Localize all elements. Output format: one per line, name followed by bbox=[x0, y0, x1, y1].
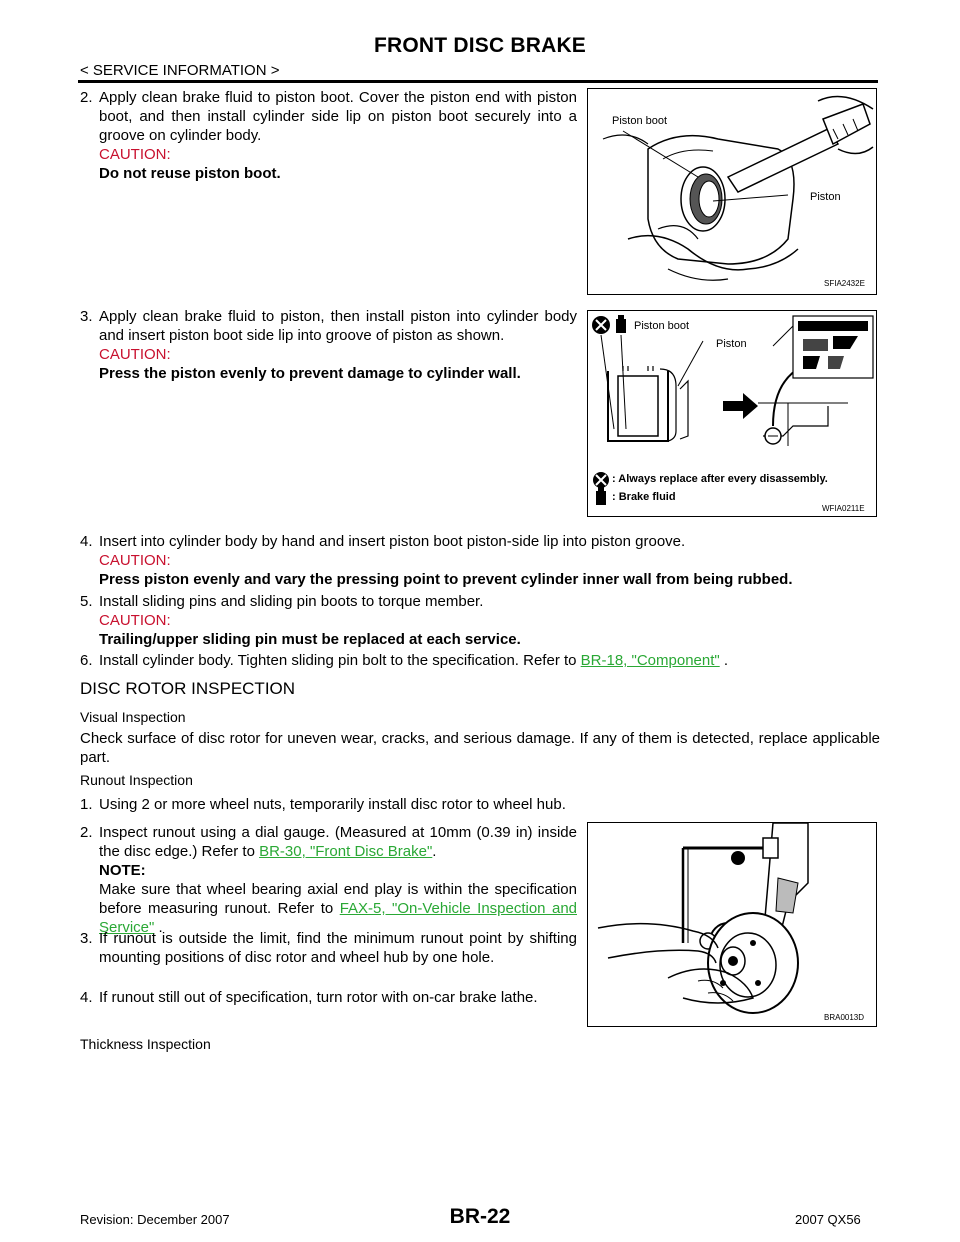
section-heading: DISC ROTOR INSPECTION bbox=[80, 679, 296, 698]
subheading-thickness: Thickness Inspection bbox=[80, 1036, 211, 1052]
step-5: 5. Install sliding pins and sliding pin … bbox=[80, 592, 880, 649]
figure-code: WFIA0211E bbox=[822, 504, 865, 513]
visual-inspection-text: Check surface of disc rotor for uneven w… bbox=[80, 730, 880, 766]
note-text: Make sure that wheel bearing axial end p… bbox=[99, 881, 577, 917]
link-fax-5-on-vehicle[interactable]: FAX-5, "On-Vehicle Inspection and Servic… bbox=[99, 900, 577, 936]
header-rule bbox=[78, 80, 878, 83]
piston-insert-illustration bbox=[592, 315, 874, 505]
step-number: 4. bbox=[80, 989, 93, 1006]
step-number: 4. bbox=[80, 533, 93, 550]
legend-brake-fluid: : Brake fluid bbox=[612, 491, 676, 503]
note-text-end: . bbox=[154, 919, 163, 936]
caution-text: Do not reuse piston boot. bbox=[99, 165, 281, 182]
footer-model: 2007 QX56 bbox=[795, 1212, 861, 1227]
step-text: Inspect runout using a dial gauge. (Meas… bbox=[99, 824, 577, 860]
caution-label: CAUTION: bbox=[99, 552, 171, 569]
figure-piston-boot: Piston boot Piston SFIA2432E bbox=[587, 88, 877, 295]
legend-replace: : Always replace after every disassembly… bbox=[612, 473, 828, 485]
figure-code: BRA0013D bbox=[824, 1013, 865, 1022]
label-piston-boot: Piston boot bbox=[612, 115, 668, 127]
runout-step-4: 4. If runout still out of specification,… bbox=[80, 988, 577, 1007]
footer-revision: Revision: December 2007 bbox=[80, 1212, 230, 1227]
label-piston: Piston bbox=[716, 338, 747, 350]
step-number: 3. bbox=[80, 930, 93, 947]
step-number: 2. bbox=[80, 89, 93, 106]
step-text: If runout is outside the limit, find the… bbox=[99, 930, 577, 966]
step-number: 3. bbox=[80, 308, 93, 325]
step-number: 2. bbox=[80, 824, 93, 841]
caution-label: CAUTION: bbox=[99, 146, 171, 163]
step-2: 2. Apply clean brake fluid to piston boo… bbox=[80, 88, 577, 183]
step-text: If runout still out of specification, tu… bbox=[99, 989, 538, 1006]
runout-step-3: 3. If runout is outside the limit, find … bbox=[80, 929, 577, 967]
caution-text: Trailing/upper sliding pin must be repla… bbox=[99, 631, 521, 648]
step-number: 5. bbox=[80, 593, 93, 610]
label-piston-boot: Piston boot bbox=[634, 320, 690, 332]
step-text-end: . bbox=[432, 843, 437, 860]
page-title: FRONT DISC BRAKE bbox=[373, 34, 587, 57]
figure-piston-insert: Piston boot Piston : Always replace afte… bbox=[587, 310, 877, 517]
step-3: 3. Apply clean brake fluid to piston, th… bbox=[80, 307, 577, 383]
step-6: 6. Install cylinder body. Tighten slidin… bbox=[80, 651, 880, 670]
subheading-visual: Visual Inspection bbox=[80, 709, 186, 725]
figure-code: SFIA2432E bbox=[824, 279, 865, 288]
step-4: 4. Insert into cylinder body by hand and… bbox=[80, 532, 880, 589]
note-label: NOTE: bbox=[99, 862, 146, 879]
dial-gauge-illustration bbox=[597, 823, 809, 1014]
caution-label: CAUTION: bbox=[99, 346, 171, 363]
caution-text: Press piston evenly and vary the pressin… bbox=[99, 571, 793, 588]
step-text: Insert into cylinder body by hand and in… bbox=[99, 533, 686, 550]
step-text: Using 2 or more wheel nuts, temporarily … bbox=[99, 796, 566, 813]
step-number: 1. bbox=[80, 796, 93, 813]
figure-dial-gauge: BRA0013D bbox=[587, 822, 877, 1027]
label-piston: Piston bbox=[810, 191, 841, 203]
footer-page-number: BR-22 bbox=[449, 1205, 511, 1228]
step-text: Install cylinder body. Tighten sliding p… bbox=[99, 652, 581, 669]
step-text: Apply clean brake fluid to piston, then … bbox=[99, 308, 577, 344]
step-text-end: . bbox=[719, 652, 729, 669]
section-breadcrumb: < SERVICE INFORMATION > bbox=[80, 62, 280, 79]
step-text: Install sliding pins and sliding pin boo… bbox=[99, 593, 484, 610]
caution-label: CAUTION: bbox=[99, 612, 171, 629]
piston-boot-illustration bbox=[602, 95, 874, 281]
subheading-runout: Runout Inspection bbox=[80, 772, 193, 788]
step-text: Apply clean brake fluid to piston boot. … bbox=[99, 89, 577, 144]
runout-step-2: 2. Inspect runout using a dial gauge. (M… bbox=[80, 823, 577, 937]
runout-step-1: 1. Using 2 or more wheel nuts, temporari… bbox=[80, 795, 880, 814]
step-number: 6. bbox=[80, 652, 93, 669]
link-br-30-front-disc-brake[interactable]: BR-30, "Front Disc Brake" bbox=[259, 843, 433, 860]
caution-text: Press the piston evenly to prevent damag… bbox=[99, 365, 521, 382]
link-br-18-component[interactable]: BR-18, "Component" bbox=[580, 652, 720, 669]
